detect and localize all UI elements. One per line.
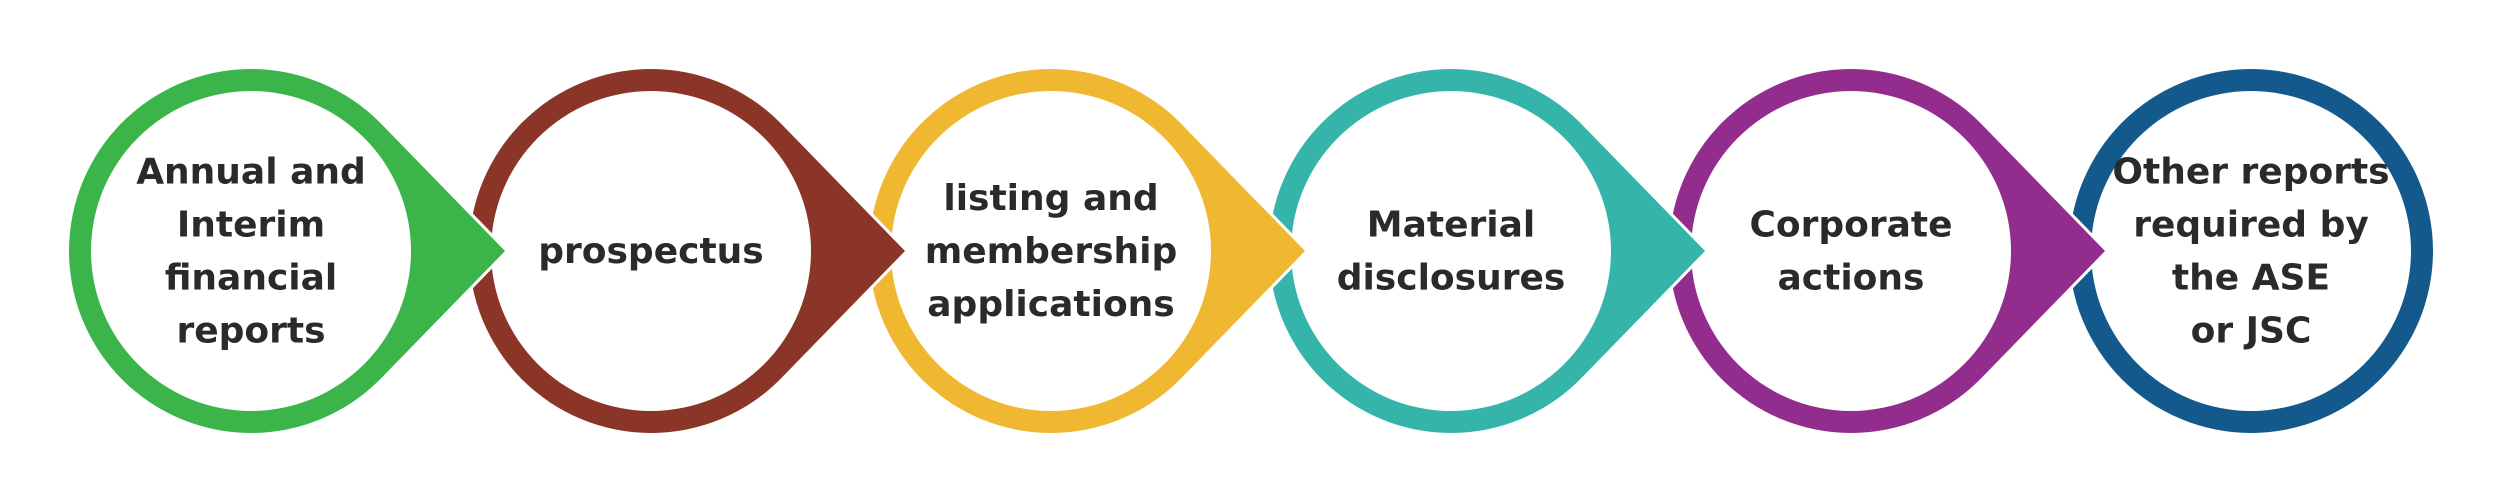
step-label-line: actions	[1778, 258, 1925, 299]
step-label-line: disclosures	[1337, 258, 1566, 299]
step-label-4: Material disclosures	[1337, 205, 1566, 299]
step-label-line: membership	[925, 231, 1178, 272]
step-label-line: Other reports	[2112, 152, 2389, 193]
step-label-line: the ASE	[2172, 258, 2330, 299]
step-label-line: Annual and	[136, 152, 366, 193]
step-label-2: prospectus	[538, 231, 763, 272]
step-label-line: financial	[165, 258, 338, 299]
step-label-6: Other reports required by the ASE or JSC	[2112, 152, 2389, 352]
step-inner-circle-4	[1291, 91, 1611, 411]
step-inner-circle-2	[491, 91, 811, 411]
step-label-line: applications	[927, 284, 1174, 325]
step-label-line: or JSC	[2191, 311, 2312, 352]
step-label-line: Material	[1367, 205, 1535, 246]
step-label-3: listing and membership applications	[925, 178, 1178, 325]
step-inner-circle-1	[91, 91, 411, 411]
step-label-line: prospectus	[538, 231, 763, 272]
step-label-line: Interim	[177, 205, 325, 246]
step-label-line: reports	[176, 311, 325, 352]
step-inner-circle-3	[891, 91, 1211, 411]
step-label-line: Corporate	[1749, 205, 1952, 246]
step-label-line: listing and	[943, 178, 1158, 219]
step-inner-circle-5	[1691, 91, 2011, 411]
step-inner-circle-6	[2091, 91, 2411, 411]
step-label-line: required by	[2133, 205, 2369, 246]
step-label-5: Corporate actions	[1749, 205, 1952, 299]
